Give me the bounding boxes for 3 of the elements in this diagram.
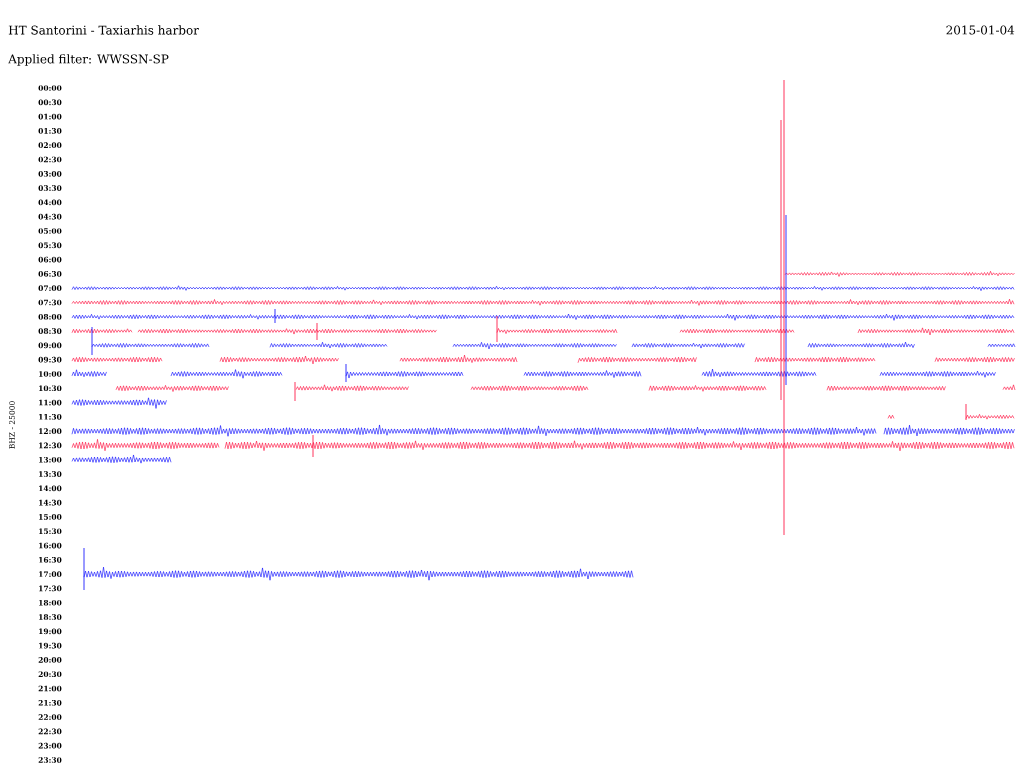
date-text: 2015-01-04 — [946, 25, 1015, 35]
filter-text: Applied filter: WWSSN-SP — [8, 54, 169, 66]
header-title: HT Santorini - Taxiarhis harbor — [8, 25, 199, 35]
